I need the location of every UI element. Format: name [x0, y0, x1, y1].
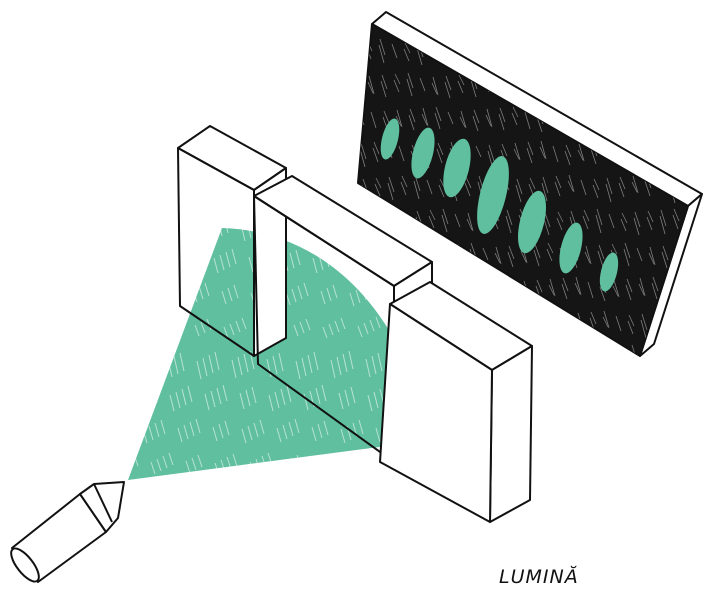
- interference-fringe-5: [518, 190, 546, 254]
- interference-fringe-2: [411, 127, 435, 179]
- interference-fringe-3: [443, 138, 471, 198]
- interference-fringe-4: [477, 156, 509, 234]
- detection-screen: [357, 11, 703, 357]
- light-source-icon: [10, 481, 125, 583]
- caption-lumina: LUMINĂ: [499, 566, 579, 588]
- interference-fringe-1: [380, 118, 400, 160]
- interference-fringe-6: [559, 222, 583, 274]
- interference-fringe-7: [599, 252, 619, 292]
- barrier-block-left: [177, 125, 287, 357]
- barrier-block-right: [379, 281, 533, 523]
